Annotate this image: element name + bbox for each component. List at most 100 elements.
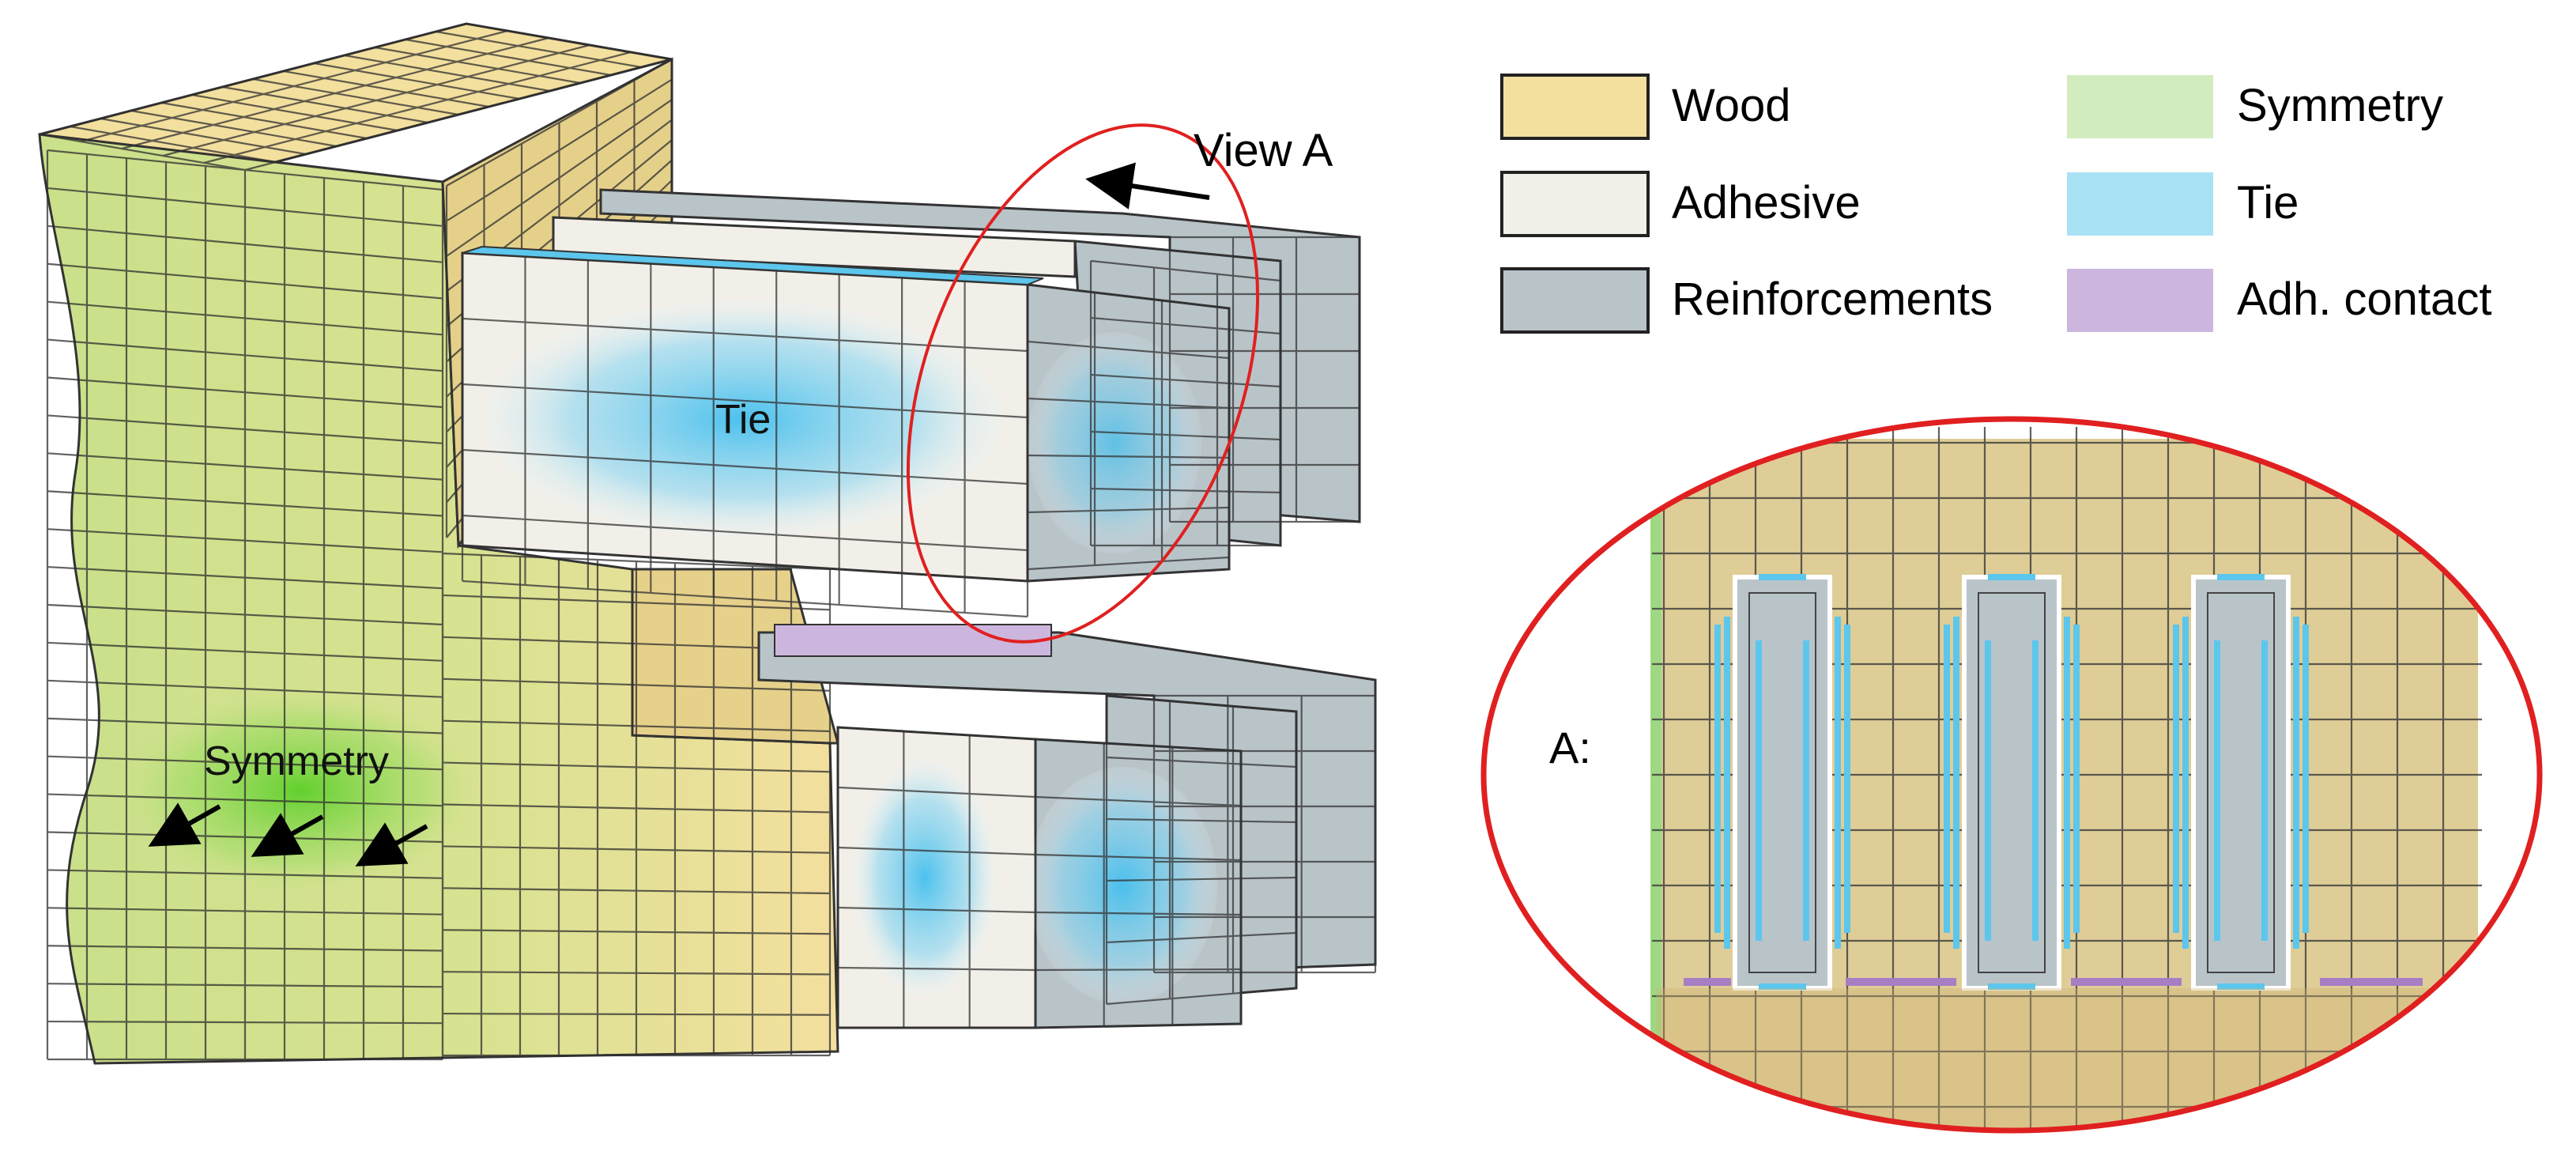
mesh-line bbox=[47, 793, 443, 807]
mesh-line bbox=[1027, 397, 1230, 410]
mesh-line bbox=[47, 565, 443, 590]
lower-plates bbox=[757, 624, 1377, 1029]
mesh-line bbox=[222, 85, 428, 124]
reinforcement-core bbox=[1748, 592, 1816, 973]
reinforcement-column bbox=[1944, 574, 2080, 991]
mesh-line bbox=[283, 70, 489, 108]
legend-swatch-tie bbox=[2067, 172, 2213, 236]
fe-model-3d: View A Tie Symmetry bbox=[38, 22, 1377, 1065]
mesh-line bbox=[47, 717, 443, 734]
reinforcement-core bbox=[2207, 592, 2275, 973]
mesh-line bbox=[1027, 506, 1230, 514]
detail-symmetry-bar bbox=[1650, 514, 1661, 1067]
mesh-line bbox=[1035, 911, 1242, 916]
view-a-ellipse bbox=[906, 123, 1260, 644]
tie-strip bbox=[2261, 640, 2268, 941]
mesh-line bbox=[1106, 876, 1297, 882]
tie-cap bbox=[2217, 983, 2265, 990]
tie-cap bbox=[1988, 983, 2035, 990]
mesh-line bbox=[462, 448, 1028, 485]
tie-strip bbox=[2173, 625, 2179, 933]
mesh-line bbox=[47, 1020, 443, 1025]
tie-strip bbox=[1844, 625, 1850, 933]
mesh-line bbox=[1035, 1022, 1242, 1029]
mesh-line bbox=[39, 22, 467, 136]
mesh-line bbox=[252, 77, 459, 116]
mesh-line bbox=[47, 907, 443, 915]
mesh-line bbox=[375, 46, 581, 85]
mesh-line bbox=[442, 1012, 831, 1016]
tie-strip bbox=[1835, 617, 1841, 949]
detail-lower-zone bbox=[1656, 988, 2478, 1131]
view-a-arrow bbox=[1085, 162, 1210, 210]
legend-swatch-reinforcements bbox=[1500, 267, 1650, 334]
tie-label: Tie bbox=[715, 397, 771, 443]
mesh-line bbox=[191, 93, 398, 132]
mesh-line bbox=[162, 43, 590, 157]
mesh-line bbox=[442, 803, 831, 814]
legend-swatch-adh-contact bbox=[2067, 269, 2213, 332]
tie-cap bbox=[1759, 574, 1806, 580]
reinforcement-column bbox=[1714, 574, 1850, 991]
mesh-line bbox=[47, 641, 443, 662]
mesh-line bbox=[1035, 968, 1242, 972]
mesh-line bbox=[344, 54, 550, 92]
mesh-line bbox=[47, 225, 443, 263]
mesh-line bbox=[130, 109, 337, 148]
mesh-line bbox=[1035, 795, 1242, 807]
mesh-line bbox=[1090, 316, 1281, 335]
mesh-line bbox=[446, 99, 673, 257]
mesh-line bbox=[70, 125, 276, 164]
mesh-line bbox=[1027, 454, 1230, 459]
symmetry-arrow-3 bbox=[355, 822, 428, 866]
mesh-line bbox=[47, 414, 443, 444]
tie-strip bbox=[1714, 625, 1721, 933]
mesh-line bbox=[442, 845, 831, 854]
tie-glow-lower-2 bbox=[1028, 767, 1217, 1004]
symmetry-glow bbox=[119, 688, 482, 893]
mesh-line bbox=[244, 58, 673, 172]
legend: WoodAdhesiveReinforcementsSymmetryTieAdh… bbox=[1500, 74, 2491, 334]
mesh-line bbox=[47, 603, 443, 626]
symmetry-arrow-1 bbox=[148, 802, 221, 847]
tie-glow-upper bbox=[482, 300, 1004, 538]
tie-strip bbox=[2064, 617, 2070, 949]
mesh-line bbox=[442, 929, 831, 935]
mesh-line bbox=[837, 846, 1036, 856]
mesh-line bbox=[1027, 283, 1230, 310]
mesh-line bbox=[1027, 556, 1230, 571]
mesh-line bbox=[405, 38, 612, 77]
mesh-line bbox=[47, 679, 443, 698]
legend-label: Reinforcements bbox=[1672, 274, 1993, 325]
symmetry-arrow-2 bbox=[251, 813, 324, 857]
mesh-line bbox=[39, 133, 246, 172]
symmetry-label: Symmetry bbox=[204, 738, 389, 784]
mesh-line bbox=[1106, 756, 1297, 768]
tie-strip bbox=[1803, 640, 1809, 941]
mesh-line bbox=[47, 945, 443, 952]
legend-label: Symmetry bbox=[2237, 80, 2443, 131]
mesh-line bbox=[446, 59, 673, 187]
mesh-line bbox=[1090, 430, 1281, 441]
upper-adhesive-back bbox=[552, 216, 1077, 278]
mesh-line bbox=[462, 317, 1028, 353]
mesh-line bbox=[462, 514, 1028, 552]
legend-label: Tie bbox=[2237, 177, 2299, 228]
mesh-line bbox=[47, 338, 443, 372]
mesh-line bbox=[47, 528, 443, 553]
mesh-line bbox=[462, 580, 1028, 618]
mesh-line bbox=[442, 719, 831, 733]
legend-swatch-symmetry bbox=[2067, 75, 2213, 138]
view-a-label: View A bbox=[1194, 125, 1333, 176]
mesh-line bbox=[47, 452, 443, 481]
mesh-line bbox=[47, 300, 443, 336]
mesh-line bbox=[442, 887, 831, 895]
legend-label: Wood bbox=[1672, 80, 1790, 131]
mesh-line bbox=[1106, 987, 1297, 1006]
tie-edge-strip bbox=[462, 245, 1044, 286]
mesh-line bbox=[47, 187, 443, 227]
mesh-line bbox=[837, 966, 1036, 972]
mesh-line bbox=[446, 78, 673, 222]
wood-step-face bbox=[631, 568, 839, 745]
legend-swatch-wood bbox=[1500, 74, 1650, 140]
